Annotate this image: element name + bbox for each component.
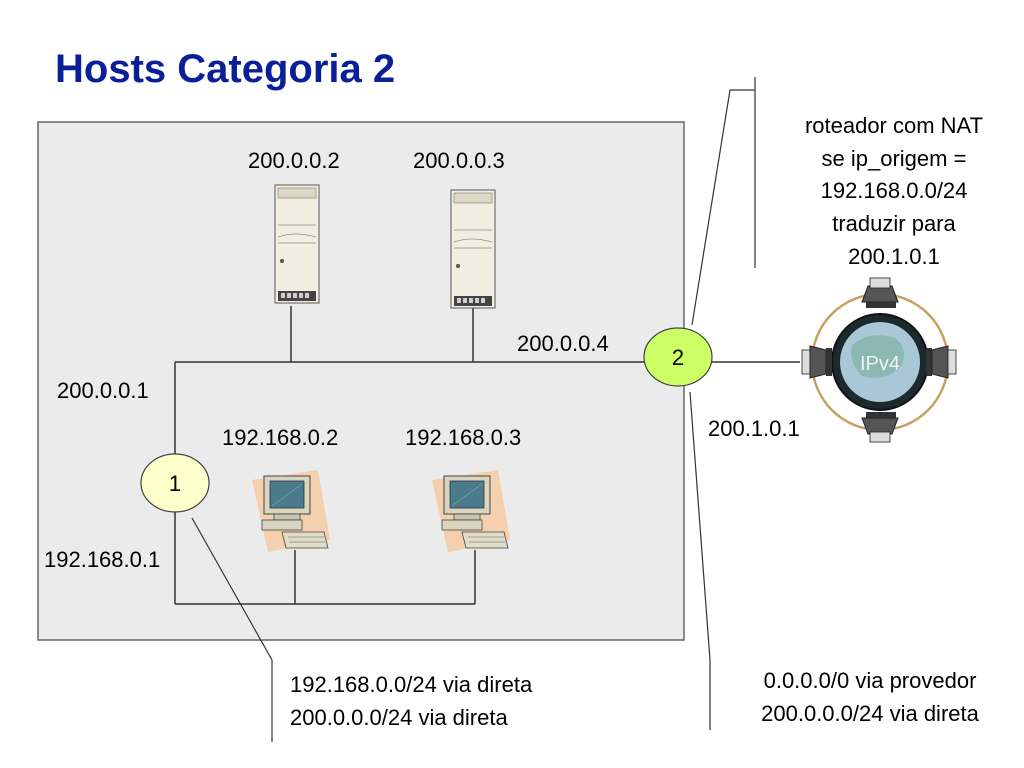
server-1-ip: 200.0.0.2 — [248, 148, 340, 173]
route-entry: 200.0.0.0/24 via direta — [290, 705, 508, 730]
server-icon[interactable] — [450, 189, 496, 309]
server-icon[interactable] — [274, 184, 320, 304]
router-2-label: 2 — [672, 345, 684, 370]
router-1-node — [140, 453, 210, 513]
terminal-icon-left — [801, 345, 832, 379]
nat-note-line: 200.1.0.1 — [848, 244, 940, 269]
router2-table-leader — [689, 391, 711, 730]
network-links — [174, 306, 800, 605]
terminal-icon-right — [926, 345, 957, 379]
terminal-icon-bottom — [861, 412, 899, 443]
nat-note-line: se ip_origem = — [822, 146, 967, 171]
router-2-node — [643, 327, 713, 387]
network-boundary-box — [37, 121, 685, 641]
router-2-inside-ip: 200.0.0.4 — [517, 331, 609, 356]
internet-label: IPv4 — [860, 353, 900, 375]
computer-icon[interactable] — [432, 470, 510, 552]
server-2-ip: 200.0.0.3 — [413, 148, 505, 173]
router-1-routing-table: 192.168.0.0/24 via direta 200.0.0.0/24 v… — [290, 672, 533, 730]
terminal-icon-top — [861, 277, 899, 308]
router1-table-leader — [191, 517, 273, 742]
router-2-outside-ip: 200.1.0.1 — [708, 416, 800, 441]
router-2[interactable]: 2 — [643, 327, 713, 387]
page-title: Hosts Categoria 2 — [55, 47, 395, 91]
nat-note-leader — [691, 89, 755, 326]
internet-ipv4-icon[interactable]: IPv4 — [801, 277, 957, 443]
router-1[interactable]: 1 — [140, 453, 210, 513]
router-1-upper-ip: 200.0.0.1 — [57, 378, 149, 403]
pc-1-ip: 192.168.0.2 — [222, 425, 338, 450]
router-1-lower-ip: 192.168.0.1 — [44, 547, 160, 572]
route-entry: 200.0.0.0/24 via direta — [761, 701, 979, 726]
route-entry: 0.0.0.0/0 via provedor — [764, 668, 977, 693]
nat-note-line: 192.168.0.0/24 — [821, 178, 968, 203]
nat-note: roteador com NAT se ip_origem = 192.168.… — [805, 113, 983, 269]
computer-icon[interactable] — [252, 470, 330, 552]
router-1-label: 1 — [169, 471, 181, 496]
callout-leaders — [191, 77, 756, 742]
nat-note-line: traduzir para — [832, 211, 956, 236]
router-2-routing-table: 0.0.0.0/0 via provedor 200.0.0.0/24 via … — [761, 668, 979, 726]
nat-note-line: roteador com NAT — [805, 113, 983, 138]
pc-2-ip: 192.168.0.3 — [405, 425, 521, 450]
route-entry: 192.168.0.0/24 via direta — [290, 672, 533, 697]
